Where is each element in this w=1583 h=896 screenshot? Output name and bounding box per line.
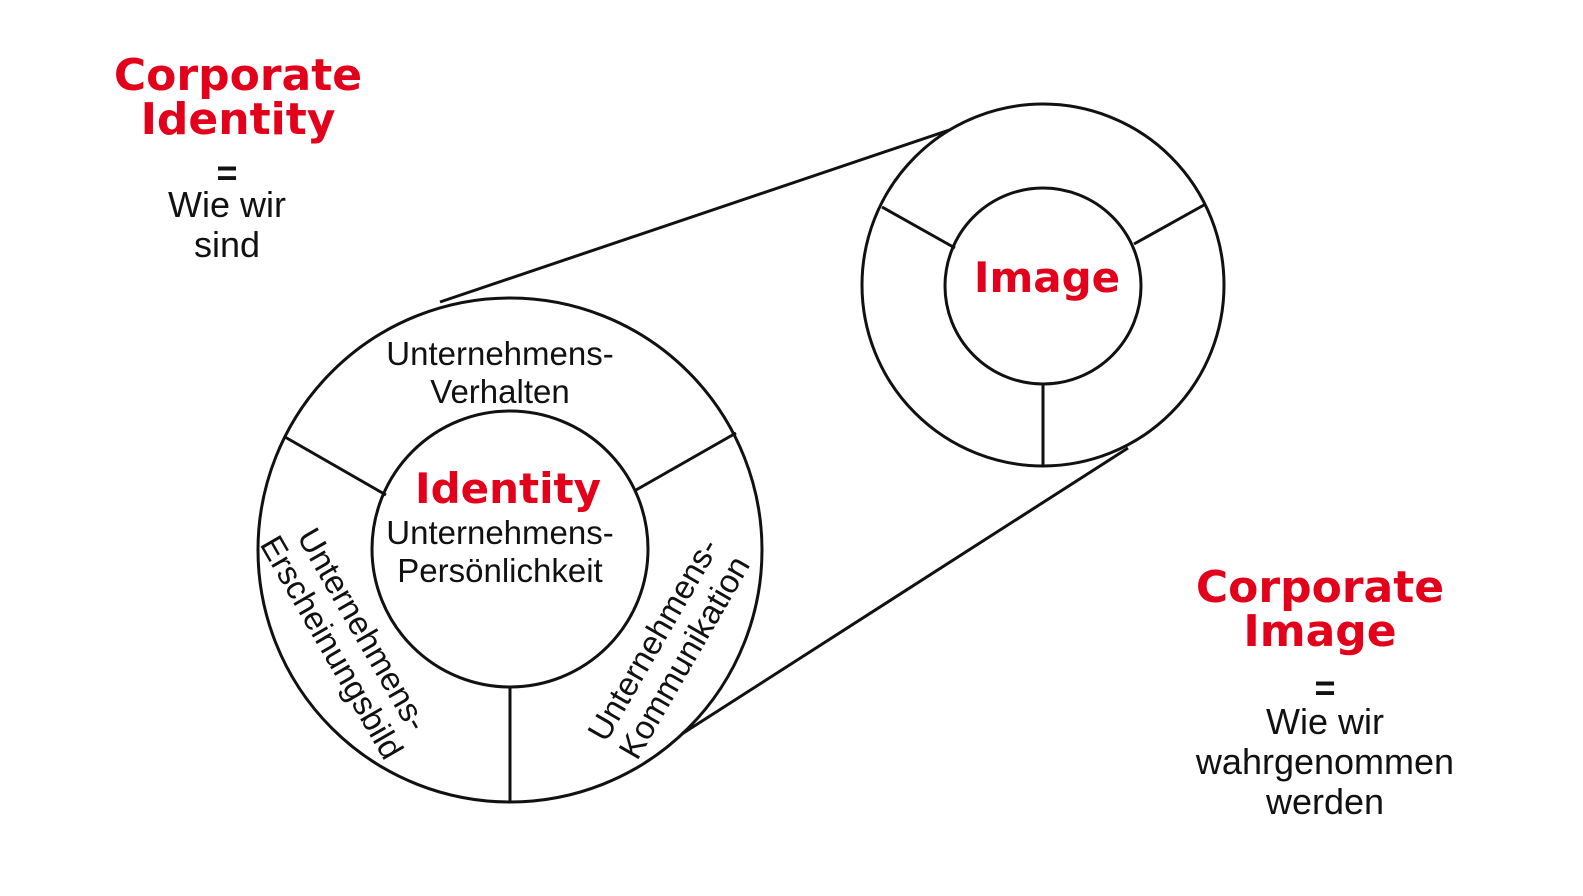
- corporate-image-heading: Corporate Image = Wie wir wahrgenommen w…: [1195, 562, 1454, 822]
- identity-circle: Identity Unternehmens- Persönlichkeit Un…: [253, 296, 764, 804]
- equals-sign: =: [1314, 667, 1335, 708]
- image-title: Image: [974, 253, 1120, 302]
- corporate-identity-heading: Corporate Identity = Wie wir sind: [114, 50, 362, 265]
- heading-line1: Corporate: [1196, 562, 1444, 613]
- divider: [284, 435, 387, 497]
- description-line3: werden: [1265, 781, 1384, 822]
- description-line2: wahrgenommen: [1195, 741, 1454, 782]
- description-line1: Wie wir: [1266, 701, 1384, 742]
- divider: [1133, 203, 1205, 246]
- image-circle: Image: [860, 102, 1226, 468]
- divider: [635, 431, 737, 492]
- top-segment-line1: Unternehmens-: [386, 335, 613, 372]
- description-line2: sind: [194, 224, 260, 265]
- identity-title: Identity: [415, 464, 601, 513]
- top-segment-line2: Verhalten: [430, 373, 569, 410]
- divider: [881, 205, 956, 250]
- center-sub2: Persönlichkeit: [397, 552, 602, 589]
- tangent-line-top: [439, 116, 986, 304]
- heading-line1: Corporate: [114, 50, 362, 101]
- description-line1: Wie wir: [168, 184, 286, 225]
- heading-line2: Identity: [141, 94, 336, 145]
- tangent-line-bottom: [659, 446, 1129, 750]
- center-sub1: Unternehmens-: [386, 514, 613, 551]
- equals-sign: =: [216, 152, 237, 193]
- heading-line2: Image: [1243, 606, 1396, 657]
